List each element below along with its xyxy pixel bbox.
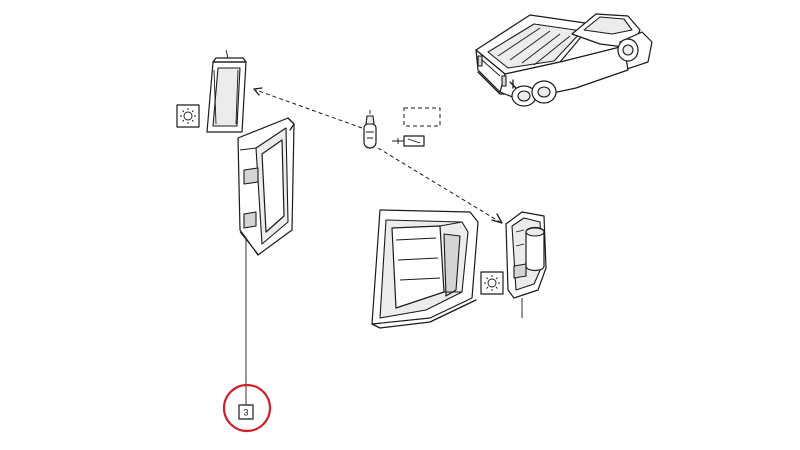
pickup-truck-thumbnail	[475, 13, 653, 107]
reference-box-upper	[403, 107, 441, 127]
wedge-bulb-symbol	[392, 135, 425, 147]
interior-trim-panel	[371, 209, 479, 329]
part-callout: 3	[238, 404, 254, 420]
lamp-lens-part	[206, 49, 247, 133]
lamp-housing-left	[237, 117, 295, 256]
sun-lamp-icon	[176, 104, 200, 128]
bulb-part	[363, 110, 377, 149]
sun-lamp-icon	[480, 271, 504, 295]
assembly-arrow-to-lamp	[377, 147, 503, 224]
highlight-circle	[222, 383, 272, 433]
assembly-arrow-to-lens	[253, 87, 363, 129]
lamp-assembly-right	[505, 211, 547, 318]
callout-number: 3	[243, 408, 248, 418]
